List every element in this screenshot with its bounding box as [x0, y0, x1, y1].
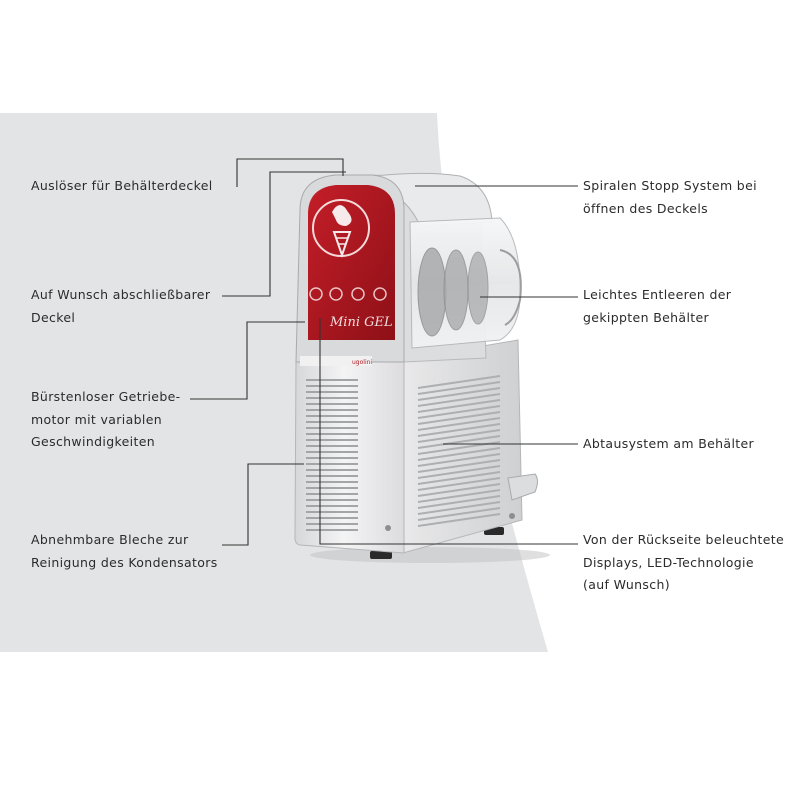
grille-slat — [417, 453, 501, 467]
grille-slat — [417, 375, 501, 389]
leader-bleche — [222, 463, 304, 546]
spiral-auger — [417, 247, 489, 337]
grille-slat — [417, 501, 501, 515]
callout-entleeren: Leichtes Entleeren der gekippten Behälte… — [583, 284, 731, 329]
grille-slat — [417, 429, 501, 443]
callout-deckel: Auf Wunsch abschließbarer Deckel — [31, 284, 210, 329]
grille-slat — [417, 459, 501, 473]
callout-line: Bürstenloser Getriebe- — [31, 389, 181, 404]
callout-line: gekippten Behälter — [583, 309, 710, 325]
grille-slat — [417, 417, 501, 431]
grille-slat — [417, 483, 501, 497]
callout-line: Geschwindigkeiten — [31, 434, 156, 449]
grille-slat — [417, 495, 501, 509]
grille-slat — [417, 405, 501, 419]
callout-line: öffnen des Deckels — [583, 200, 709, 216]
bowl-rim — [499, 249, 522, 326]
badge-strip — [300, 356, 372, 366]
grille-slat — [417, 489, 501, 503]
callout-ausloeser: Auslöser für Behälterdeckel — [31, 175, 213, 198]
control-buttons — [309, 287, 387, 301]
callout-motor: Bürstenloser Getriebe- motor mit variabl… — [31, 386, 181, 454]
grille-slat — [417, 471, 501, 485]
callout-bleche: Abnehmbare Bleche zur Reinigung des Kond… — [31, 529, 218, 574]
side-condenser-grille — [417, 375, 501, 527]
leader-lines — [190, 158, 578, 546]
leader-motor — [190, 321, 305, 400]
callout-line: Deckel — [31, 309, 76, 325]
screw — [385, 525, 391, 531]
floor-shadow — [310, 547, 550, 563]
slush-machine: Mini GEL ugolini — [294, 172, 550, 563]
screw — [509, 513, 515, 519]
grille-slat — [417, 447, 501, 461]
grille-slat — [417, 381, 501, 395]
grille-slat — [417, 423, 501, 437]
leader-ausloeser — [236, 158, 344, 187]
callout-line: Leichtes Entleeren der — [583, 287, 732, 302]
foot-left — [370, 551, 392, 559]
callout-line: (auf Wunsch) — [583, 577, 670, 592]
callout-line: Displays, LED-Technologie — [583, 554, 754, 570]
drip-tray — [507, 473, 538, 501]
callout-abtau: Abtausystem am Behälter — [583, 433, 754, 456]
grille-slat — [417, 393, 501, 407]
callout-displays: Von der Rückseite beleuchtete Displays, … — [583, 529, 784, 597]
ice-cream-logo — [312, 199, 370, 259]
grille-slat — [417, 477, 501, 491]
grille-slat — [417, 435, 501, 449]
brand-badge: ugolini — [352, 359, 372, 366]
callout-line: Auf Wunsch abschließbarer — [31, 287, 211, 302]
leader-deckel — [222, 171, 346, 297]
grille-slat — [417, 513, 501, 527]
front-body — [294, 359, 405, 554]
panel-brand-script: Mini GEL — [329, 315, 393, 330]
callout-line: Abtausystem am Behälter — [583, 436, 755, 451]
callout-line: Abnehmbare Bleche zur — [31, 532, 189, 547]
grille-slat — [417, 411, 501, 425]
grille-slat — [417, 465, 501, 479]
callout-line: Reinigung des Kondensators — [31, 554, 218, 570]
grille-slat — [417, 507, 501, 521]
grille-slat — [417, 399, 501, 413]
grille-slat — [417, 387, 501, 401]
leader-displays — [319, 318, 578, 545]
callout-line: motor mit variablen — [31, 411, 163, 427]
callout-line: Spiralen Stopp System bei — [583, 178, 757, 193]
callout-line: Auslöser für Behälterdeckel — [31, 178, 213, 193]
callout-line: Von der Rückseite beleuchtete — [583, 532, 785, 547]
side-panel — [401, 339, 523, 554]
callout-spiralen: Spiralen Stopp System bei öffnen des Dec… — [583, 175, 757, 220]
front-condenser-grille — [306, 379, 358, 531]
red-display-panel — [308, 185, 395, 340]
